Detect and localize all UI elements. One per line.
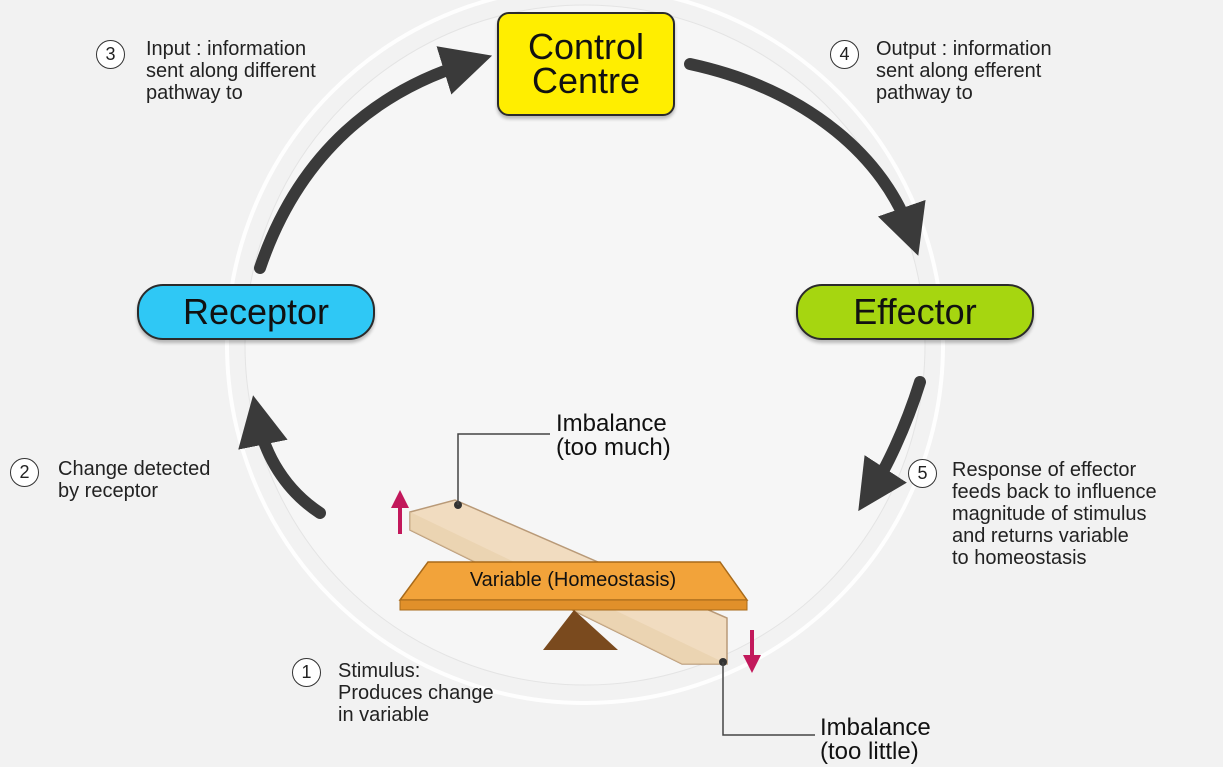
- step-line: and returns variable: [952, 525, 1129, 547]
- down-arrow-icon: [743, 630, 761, 673]
- step-line: pathway to: [146, 82, 243, 104]
- step-number: 2: [10, 458, 39, 487]
- arrow-stimulus-to-receptor: [238, 395, 326, 519]
- cycle-ring: [225, 0, 945, 705]
- arrow-receptor-to-control: [254, 46, 493, 274]
- step-line: Response of effector: [952, 459, 1137, 481]
- step-line: to homeostasis: [952, 547, 1087, 569]
- up-arrow-icon: [391, 490, 409, 534]
- step-line: Output : information: [876, 38, 1052, 60]
- variable-homeostasis-label: Variable (Homeostasis): [469, 568, 677, 591]
- imbalance-too-much-label: Imbalance (too much): [556, 412, 671, 460]
- step-line: Change detected: [58, 458, 211, 480]
- step-line: magnitude of stimulus: [952, 503, 1147, 525]
- control-centre-box: Control Centre: [497, 12, 675, 116]
- effector-box: Effector: [796, 284, 1034, 340]
- step-line: feeds back to influence: [952, 481, 1157, 503]
- step-number: 5: [908, 459, 937, 488]
- step-line: pathway to: [876, 82, 973, 104]
- imbalance-line: Imbalance: [820, 714, 931, 741]
- step-line: in variable: [338, 704, 430, 726]
- imbalance-too-little-label: Imbalance (too little): [820, 716, 931, 764]
- step-number: 3: [96, 40, 125, 69]
- control-centre-label-line1: Control: [527, 26, 645, 67]
- imbalance-line: Imbalance: [556, 410, 667, 437]
- arrow-effector-feedback: [858, 376, 926, 512]
- imbalance-line: (too little): [820, 738, 919, 765]
- control-centre-label-line2: Centre: [531, 60, 641, 101]
- step-line: by receptor: [58, 480, 159, 502]
- step-number: 4: [830, 40, 859, 69]
- imbalance-line: (too much): [556, 434, 671, 461]
- step-line: sent along efferent: [876, 60, 1042, 82]
- fulcrum: [543, 610, 618, 650]
- callout-line-high: [457, 433, 550, 505]
- arrow-control-to-effector: [684, 58, 926, 256]
- step-number: 1: [292, 658, 321, 687]
- callout-line-low: [722, 662, 815, 736]
- receptor-box: Receptor: [137, 284, 375, 340]
- step-line: sent along different: [146, 60, 316, 82]
- variable-box-base: [399, 599, 748, 611]
- step-line: Input : information: [146, 38, 307, 60]
- step-line: Produces change: [338, 682, 494, 704]
- step-line: Stimulus:: [338, 660, 421, 682]
